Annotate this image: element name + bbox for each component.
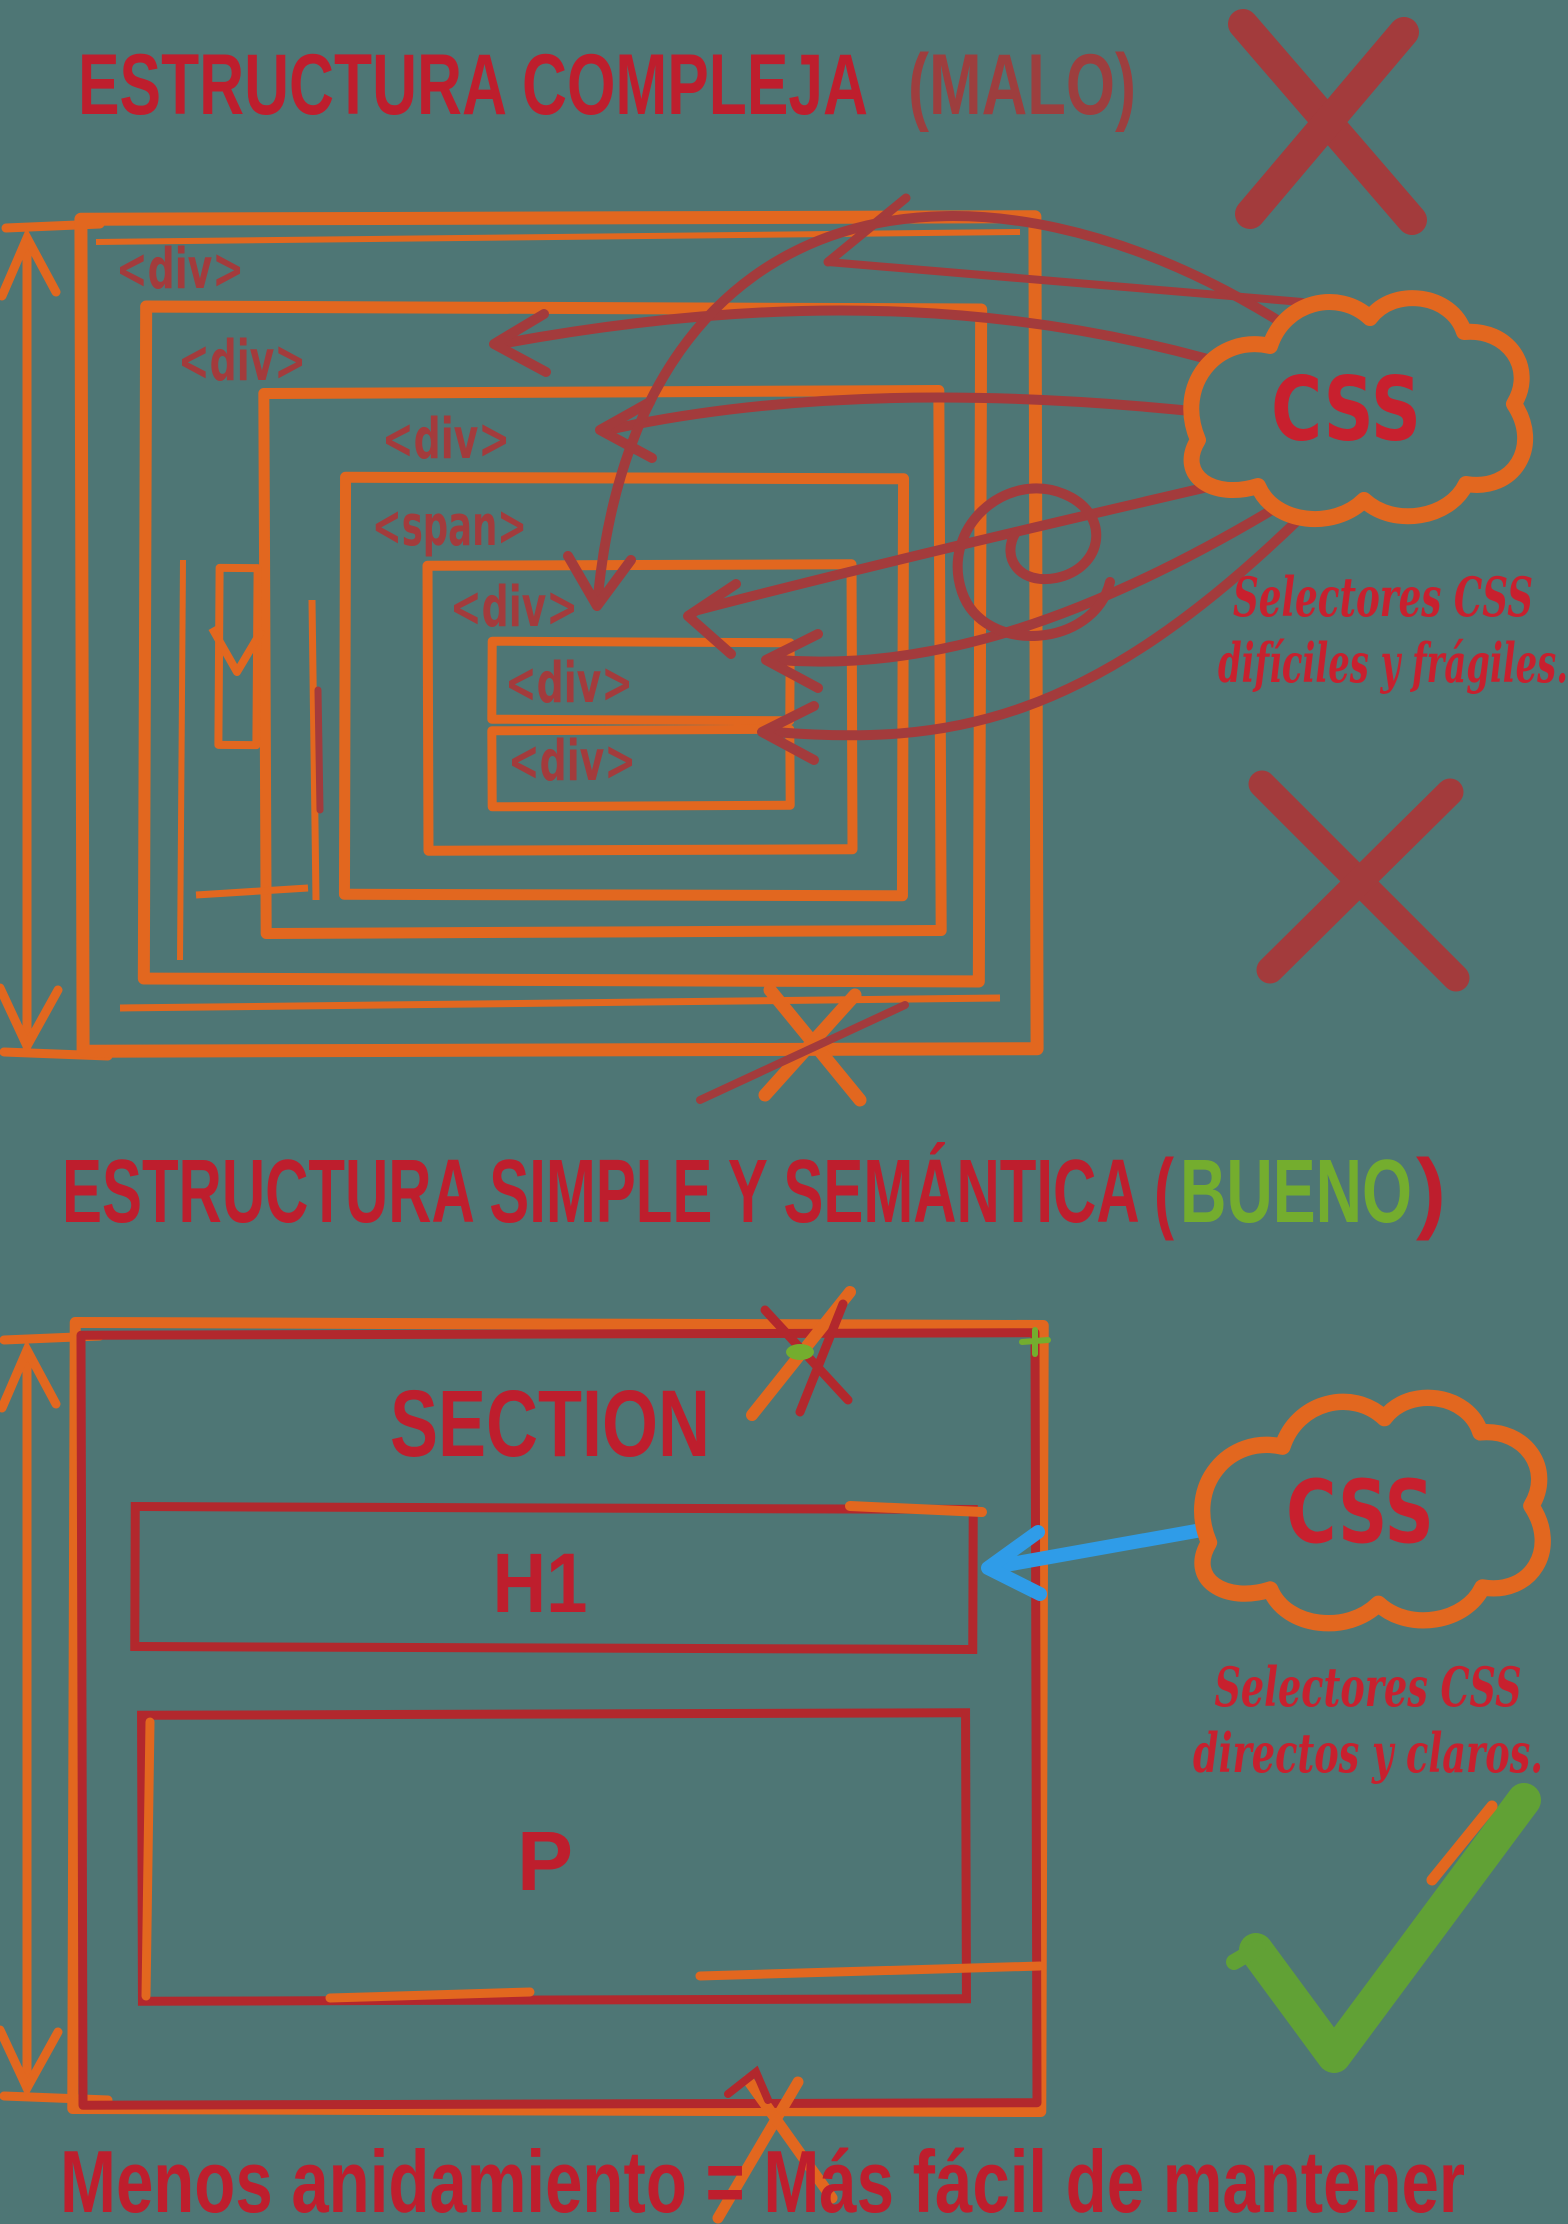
cross-stroke <box>1256 778 1464 984</box>
p-box-orange-accent <box>141 1717 155 2001</box>
arrowhead-icon <box>981 1525 1047 1601</box>
cross-stroke <box>1235 17 1419 229</box>
h1-box <box>130 1501 987 1654</box>
section-box-red <box>76 1328 1042 2110</box>
p-box-orange-accent <box>325 1987 535 2003</box>
dim-arrowhead <box>0 983 63 1056</box>
selector-arrow-6 <box>769 513 1305 741</box>
section-box-orange <box>67 1316 1049 2118</box>
dim-arrowhead <box>0 1339 61 1413</box>
doodle-stroke <box>795 1299 848 1417</box>
box-label-div-6: <div> <box>505 651 633 716</box>
box-label-span: <span> <box>372 494 527 559</box>
footer-message: Menos anidamiento = Más fácil de mantene… <box>60 2132 1465 2224</box>
good-section-title: ESTRUCTURA SIMPLE Y SEMÁNTICA ( <box>62 1141 1174 1242</box>
stray-sketch-line <box>195 884 309 899</box>
doodle-stroke <box>742 2074 838 2204</box>
h1-box-orange-accent <box>845 1501 987 1517</box>
dim-arrowhead <box>0 2025 63 2098</box>
sketch-doubling <box>119 994 1001 1012</box>
cross-mark-top-icon <box>1228 9 1427 235</box>
selector-arrow-4 <box>693 463 1295 615</box>
p-box-orange-accent <box>695 1961 1045 1981</box>
accent-line <box>824 258 1306 306</box>
good-note-line1: Selectores CSS <box>1215 1655 1522 1719</box>
selector-arrow-1 <box>495 305 1305 393</box>
sketch-doubling <box>177 559 186 961</box>
box-label-div-1: <div> <box>116 237 244 302</box>
good-section-title-close: ) <box>1416 1142 1446 1242</box>
check-stroke <box>1239 1783 1541 2073</box>
doodle-bottom-x <box>712 2065 838 2224</box>
good-note: Selectores CSS directos y claros. <box>1193 1655 1543 1785</box>
nested-labels: <div> <div> <div> <span> <div> <div> <di… <box>116 237 636 794</box>
bad-note: Selectores CSS difíciles y frágiles. <box>1218 565 1568 695</box>
nested-box-6 <box>487 636 795 726</box>
stray-sketch-chevron <box>208 626 266 676</box>
good-section-verdict: BUENO <box>1180 1142 1412 1242</box>
h1-label: H1 <box>493 1536 588 1630</box>
doodle-bottom-star <box>696 983 909 1107</box>
nested-box-3 <box>258 385 947 939</box>
doodle-top-star <box>746 1286 1051 1421</box>
cross-mark-middle-icon <box>1248 770 1470 992</box>
bad-section-title: ESTRUCTURA COMPLEJA <box>78 37 868 133</box>
dim-arrowhead <box>0 227 61 301</box>
p-label: P <box>517 1814 573 1908</box>
accent-line <box>314 686 324 814</box>
dim-cap <box>0 2091 113 2105</box>
cloud-label: CSS <box>1271 358 1421 461</box>
selector-spiral <box>952 483 1115 641</box>
stray-sketch-line <box>308 599 320 901</box>
section-box <box>67 1316 1049 2118</box>
check-mark-icon <box>1226 1783 1541 2073</box>
nested-box-2 <box>137 300 988 988</box>
section-label: SECTION <box>390 1371 710 1477</box>
arrowhead-icon <box>757 701 819 765</box>
doodle-green-dot <box>786 1344 814 1360</box>
doodle-stroke <box>712 2076 804 2224</box>
bad-note-line1: Selectores CSS <box>1233 565 1533 629</box>
arrowhead-icon <box>489 309 551 377</box>
p-box <box>137 1708 1045 2006</box>
good-section: ESTRUCTURA SIMPLE Y SEMÁNTICA ( BUENO ) … <box>0 1141 1551 2224</box>
css-cloud-bad: CSS <box>1183 290 1533 528</box>
arrowhead-icon <box>563 551 636 611</box>
box-label-div-3: <div> <box>382 407 510 472</box>
cloud-icon <box>1194 1389 1551 1632</box>
box-label-div-5: <div> <box>450 575 578 640</box>
bad-section: ESTRUCTURA COMPLEJA (MALO) <box>0 9 1568 1107</box>
height-arrow-bad <box>0 219 113 1061</box>
css-cloud-good: CSS <box>1194 1389 1551 1632</box>
nested-box-5 <box>422 559 858 856</box>
check-orange-accent <box>1426 1800 1498 1886</box>
good-note-line2: directos y claros. <box>1193 1721 1543 1785</box>
doodle-stroke <box>724 2065 772 2104</box>
cloud-label: CSS <box>1286 1462 1434 1564</box>
nested-box-7 <box>487 724 795 812</box>
box-label-div-2: <div> <box>178 329 306 394</box>
doodle-stroke <box>696 1001 909 1104</box>
arrowhead-icon <box>761 629 823 693</box>
stray-sketch-box <box>214 563 262 750</box>
check-notch <box>1226 1940 1266 1970</box>
bad-note-line2: difíciles y frágiles. <box>1218 631 1568 695</box>
bad-section-verdict: (MALO) <box>908 37 1136 133</box>
cloud-icon <box>1183 290 1533 528</box>
p-box-border <box>137 1708 971 2006</box>
selector-arrow-3 <box>593 211 1295 601</box>
selector-arrow-5 <box>773 491 1300 667</box>
box-label-div-7: <div> <box>508 729 636 794</box>
h1-box-border <box>130 1502 978 1654</box>
arrowhead-icon <box>683 579 741 659</box>
height-arrow-good <box>0 1331 113 2105</box>
